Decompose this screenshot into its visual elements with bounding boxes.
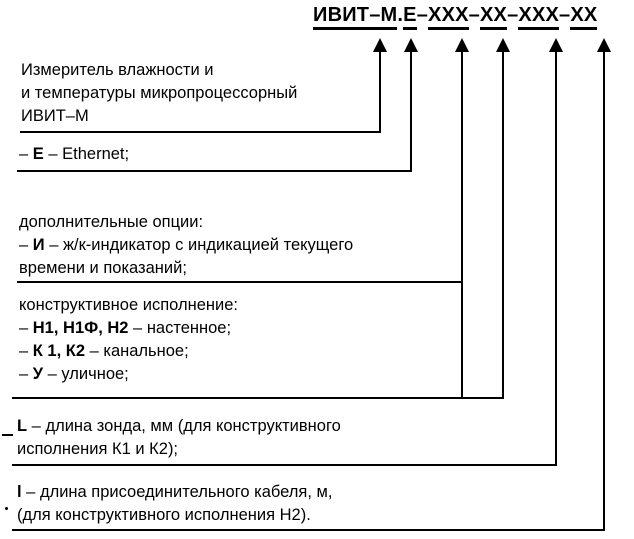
additional-options-line-3: времени и показаний; (19, 259, 187, 277)
product-name-line-2: и температуры микропроцессорный (21, 84, 298, 102)
leader-stem-4 (502, 51, 504, 398)
designation-code-title: ИВИТ–М.Е–ХХХ–ХХ–ХХХ–ХХ (313, 4, 598, 30)
leader-arrow-3 (455, 38, 469, 52)
leader-stem-5 (555, 51, 557, 465)
leader-stem-1 (379, 51, 381, 132)
code-separator-4: – (559, 4, 571, 26)
construction-type-line-4: – У – уличное; (19, 365, 129, 383)
probe-length-line-1: L – длина зонда, мм (для конструктивного (17, 417, 341, 435)
code-segment-5: ХХХ (518, 4, 560, 30)
leader-arrow-2 (404, 38, 418, 52)
text-block-product-name: Измеритель влажности и и температуры мик… (21, 59, 297, 128)
code-segment-3: ХХХ (428, 4, 469, 30)
additional-options-line-2: – И – ж/к-индикатор с индикацией текущег… (19, 236, 354, 254)
code-segment-4: ХХ (480, 4, 508, 30)
leader-arrow-4 (496, 38, 510, 52)
leader-underline-2 (17, 170, 412, 172)
text-block-interface: – Е – Ethernet; (19, 143, 129, 166)
text-block-additional-options: дополнительные опции: – И – ж/к-индикато… (19, 211, 353, 280)
product-name-line-3: ИВИТ–М (21, 107, 89, 125)
construction-type-line-2: – Н1, Н1Ф, Н2 – настенное; (19, 319, 232, 337)
cable-length-line-2: (для конструктивного исполнения Н2). (17, 506, 311, 524)
product-name-line-1: Измеритель влажности и (21, 61, 214, 79)
probe-length-line-2: исполнения К1 и К2); (17, 440, 179, 458)
leader-arrow-6 (597, 38, 611, 52)
code-segment-6: ХХ (570, 4, 598, 30)
text-block-cable-length: l – длина присоединительного кабеля, м, … (17, 481, 332, 527)
code-separator-3: – (507, 4, 519, 26)
leader-stem-6 (603, 51, 605, 530)
leader-stem-2 (410, 51, 412, 171)
code-separator-2: – (468, 4, 480, 26)
leader-arrow-1 (373, 38, 387, 52)
additional-options-line-1: дополнительные опции: (19, 213, 204, 231)
leader-stem-3 (461, 51, 463, 398)
leader-underline-1 (20, 131, 381, 133)
leader-underline-5 (12, 464, 557, 466)
text-block-probe-length: L – длина зонда, мм (для конструктивного… (17, 415, 341, 461)
leader-underline-3 (17, 281, 463, 283)
leader-arrow-5 (549, 38, 563, 52)
text-block-construction-type: конструктивное исполнение: – Н1, Н1Ф, Н2… (19, 294, 238, 386)
code-separator-dot: . (397, 4, 404, 26)
construction-type-line-1: конструктивное исполнение: (19, 296, 238, 314)
leader-underline-4 (12, 397, 504, 399)
left-margin-dash (2, 434, 13, 436)
leader-underline-6 (12, 529, 605, 531)
code-segment-2: Е (403, 4, 417, 30)
left-margin-dot (5, 507, 8, 510)
code-segment-1: ИВИТ–М (313, 4, 398, 30)
cable-length-line-1: l – длина присоединительного кабеля, м, (17, 483, 333, 501)
interface-line-1: – Е – Ethernet; (19, 145, 130, 163)
code-separator-1: – (416, 4, 429, 26)
construction-type-line-3: – К 1, К2 – канальное; (19, 342, 189, 360)
